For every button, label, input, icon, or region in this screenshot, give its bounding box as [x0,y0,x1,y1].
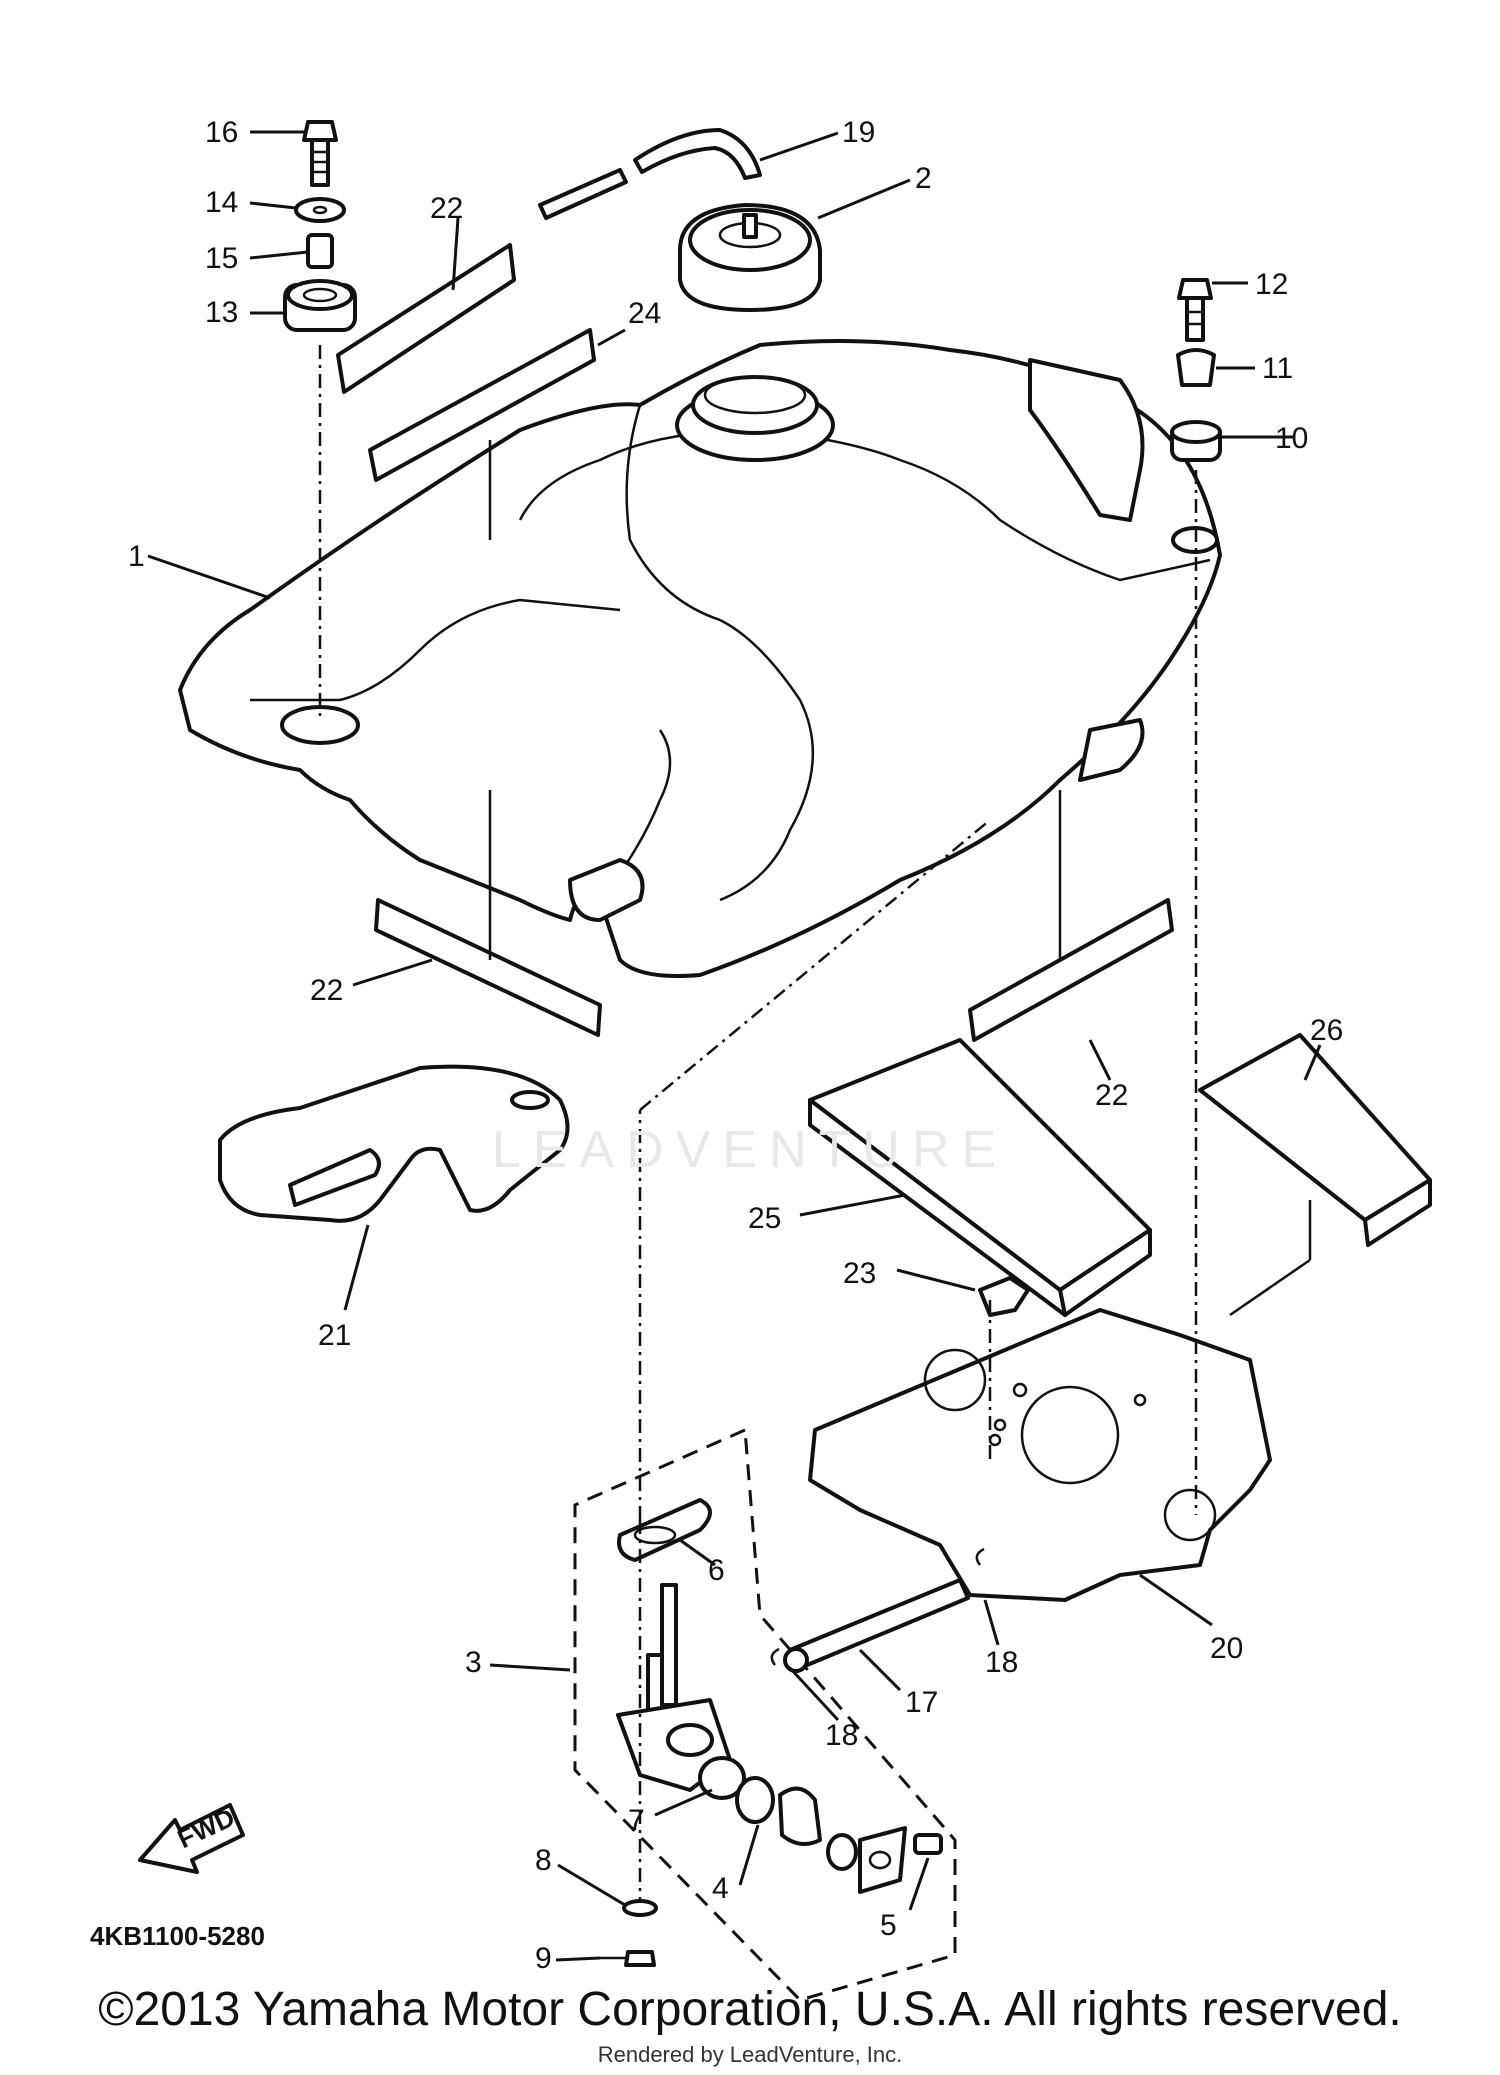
callout-1: 1 [128,540,145,573]
callout-22c: 22 [1095,1079,1128,1112]
callout-23: 23 [843,1257,876,1290]
fuel-hose [770,1547,985,1673]
callout-18b: 18 [985,1646,1018,1679]
callout-20: 20 [1210,1632,1243,1665]
callout-6: 6 [708,1554,725,1587]
seat-pad [218,1064,570,1223]
callout-25: 25 [748,1202,781,1235]
callout-3: 3 [465,1646,482,1679]
diagram-code: 4KB1100-5280 [90,1921,265,1951]
callout-8: 8 [535,1844,552,1877]
callout-16: 16 [205,116,238,149]
callout-labels: 1 2 3 4 5 6 7 8 9 10 11 12 13 14 15 16 1… [128,116,1343,1975]
watermark-text: LEADVENTURE [491,1121,1009,1179]
mount-hardware-left [283,120,357,332]
under-tank-plate [808,1308,1272,1602]
callout-5: 5 [880,1909,897,1942]
callout-17: 17 [905,1686,938,1719]
callout-10: 10 [1275,422,1308,455]
callout-9: 9 [535,1942,552,1975]
fuel-cap [678,203,822,312]
callout-13: 13 [205,296,238,329]
callout-18a: 18 [825,1719,858,1752]
damper-strip-lower-right [968,898,1174,1042]
block-pad-25 [808,1038,1152,1317]
callout-22a: 22 [430,192,463,225]
alignment-lines [318,345,1312,1900]
callout-24: 24 [628,297,661,330]
callout-19: 19 [842,116,875,149]
callout-14: 14 [205,186,238,219]
callout-26: 26 [1310,1014,1343,1047]
leader-lines [147,130,1322,1962]
fwd-arrow-icon: FWD [138,1802,245,1874]
callout-22b: 22 [310,974,343,1007]
fuel-tank [178,339,1222,978]
copyright-notice: ©2013 Yamaha Motor Corporation, U.S.A. A… [98,1983,1402,2036]
block-pad-26 [1198,1033,1432,1247]
damper-strip-lower-left [374,898,602,1037]
callout-11: 11 [1262,352,1293,385]
mount-hardware-right [1170,278,1222,462]
clip [978,1276,1030,1317]
callout-15: 15 [205,242,238,275]
callout-7: 7 [628,1804,645,1837]
callout-4: 4 [712,1872,729,1905]
callout-21: 21 [318,1319,351,1352]
rendered-by-note: Rendered by LeadVenture, Inc. [597,2042,903,2067]
callout-12: 12 [1255,268,1288,301]
breather-hose [538,128,762,220]
callout-2: 2 [915,162,932,195]
fuel-cock-assembly [573,1427,957,2002]
